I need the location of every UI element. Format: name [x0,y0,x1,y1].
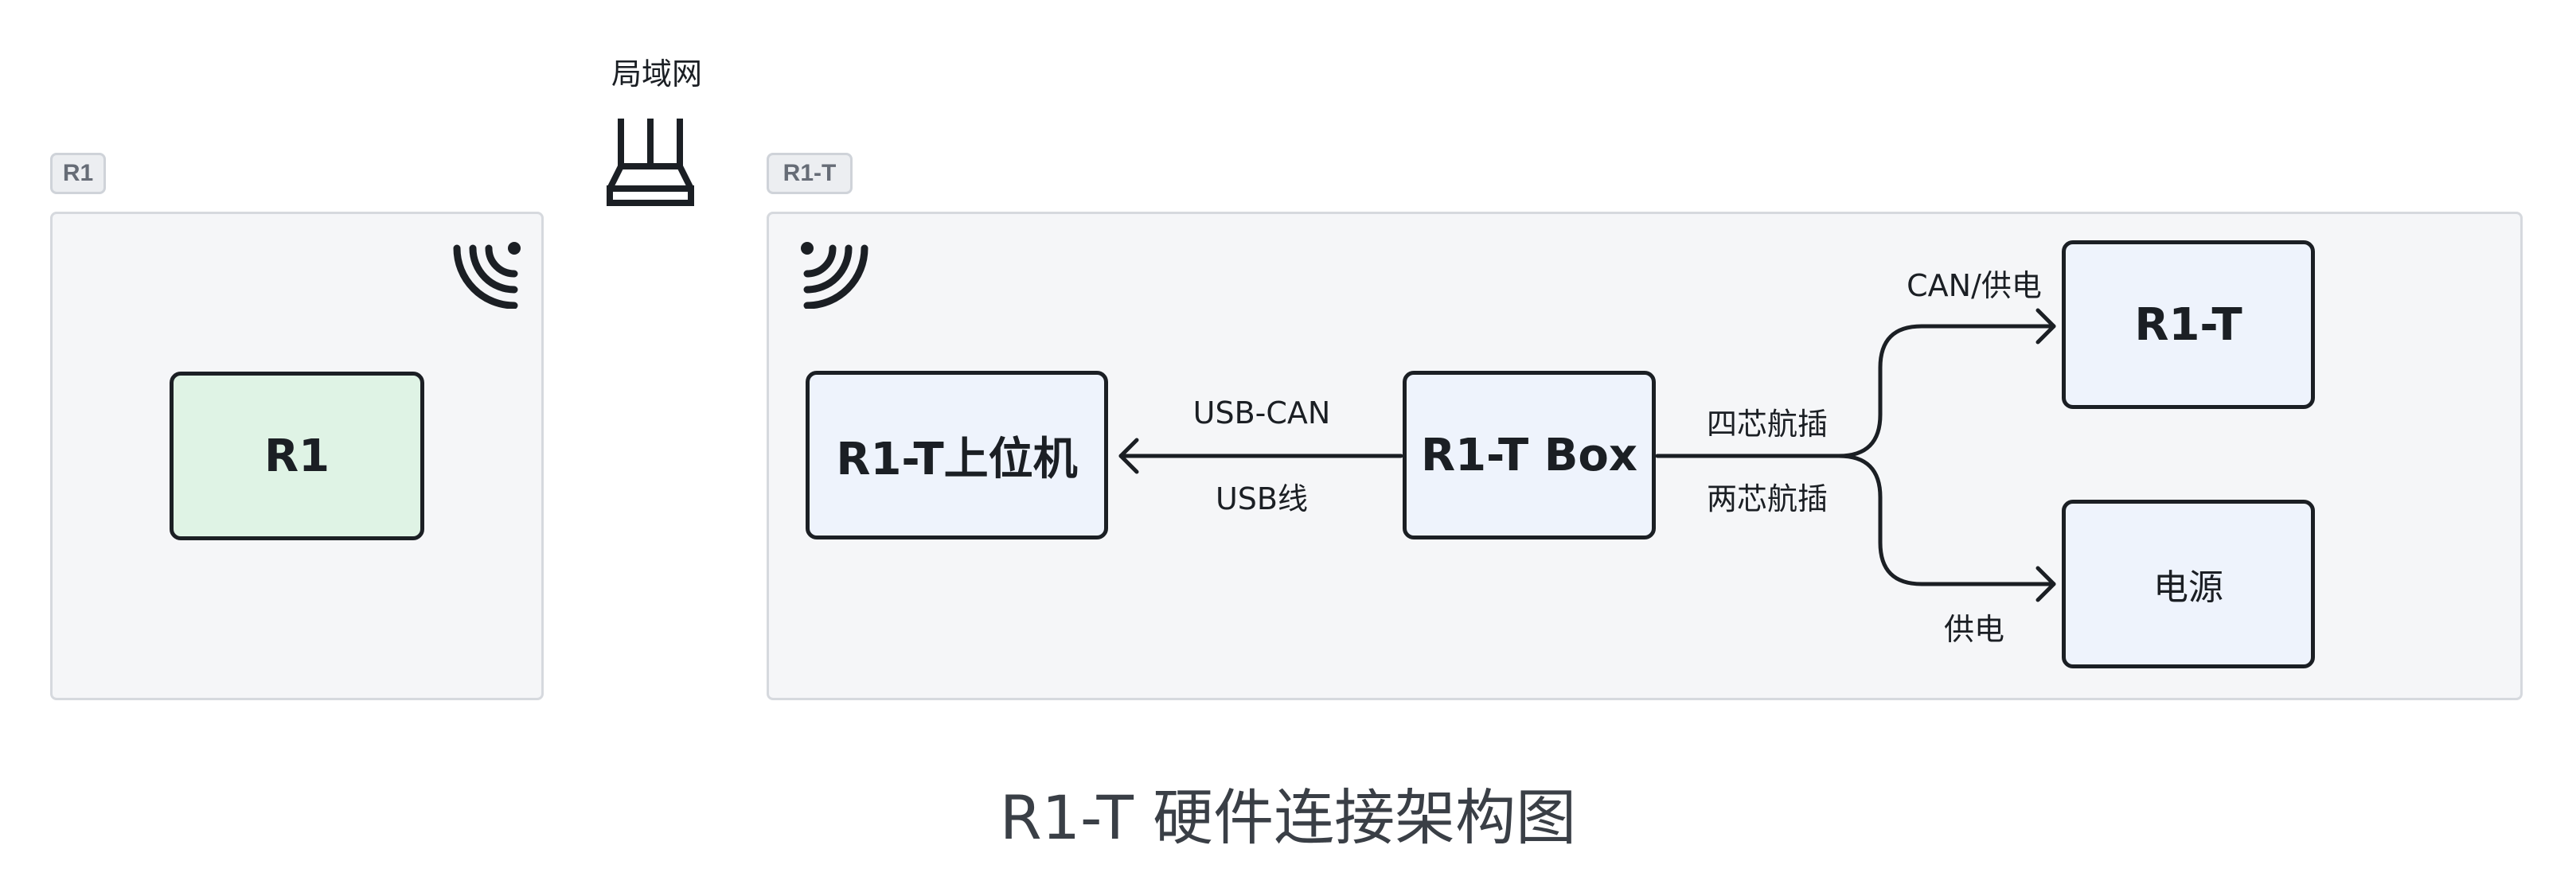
wifi-icon [801,242,868,309]
node-host[interactable]: R1-T上位机 [806,371,1108,539]
edge-label-aviation2: 两芯航插 [1706,481,1828,516]
node-box-label: R1-T Box [1420,429,1638,481]
edge-label-usb-can: USB-CAN [1192,395,1331,430]
node-box[interactable]: R1-T Box [1403,371,1656,539]
edge-label-aviation4: 四芯航插 [1706,407,1828,442]
node-power[interactable]: 电源 [2062,500,2315,668]
wifi-icon [453,242,521,309]
group-tag-r1: R1 [50,153,106,194]
arrowhead-host [1118,438,1139,474]
edge-label-can-power: CAN/供电 [1907,268,2042,303]
group-tag-r1t: R1-T [767,153,853,194]
node-robot-label: R1-T [2134,298,2242,351]
edge-box-power [1836,454,2056,586]
node-host-label: R1-T上位机 [836,433,1078,485]
node-r1[interactable]: R1 [170,372,424,540]
node-r1-label: R1 [263,430,330,482]
arrowhead-robot [2035,308,2056,345]
node-robot[interactable]: R1-T [2062,240,2315,409]
lan-label: 局域网 [611,56,702,92]
node-power-label: 电源 [2153,567,2223,608]
edge-label-power: 供电 [1943,612,2004,647]
edge-box-robot [1655,324,2056,458]
diagram-caption: R1-T 硬件连接架构图 [999,782,1577,853]
arrowhead-power [2035,566,2056,602]
edge-label-usb-cable: USB线 [1215,481,1308,516]
router-icon [607,119,694,206]
